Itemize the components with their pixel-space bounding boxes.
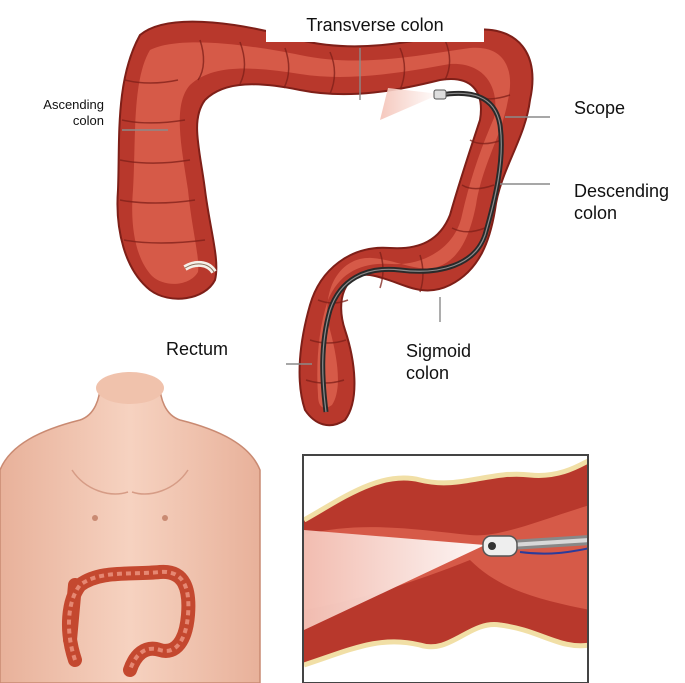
label-ascending-line1: Ascending: [14, 97, 104, 113]
label-transverse-colon: Transverse colon: [266, 10, 484, 42]
body-figure: [0, 372, 260, 683]
scope-tip: [434, 90, 446, 99]
label-descending-line2: colon: [574, 202, 669, 224]
inset-panel: [303, 455, 590, 683]
label-descending-colon: Descending colon: [574, 180, 669, 224]
label-scope: Scope: [574, 97, 625, 119]
scope-light-beam: [380, 88, 440, 120]
torso: [0, 385, 260, 683]
chin: [96, 372, 164, 404]
label-ascending-line2: colon: [14, 113, 104, 129]
label-ascending-colon: Ascending colon: [14, 97, 104, 129]
label-sigmoid-line1: Sigmoid: [406, 340, 471, 362]
label-sigmoid-colon: Sigmoid colon: [406, 340, 471, 384]
label-descending-line1: Descending: [574, 180, 669, 202]
label-rectum: Rectum: [166, 338, 228, 360]
label-sigmoid-line2: colon: [406, 362, 471, 384]
